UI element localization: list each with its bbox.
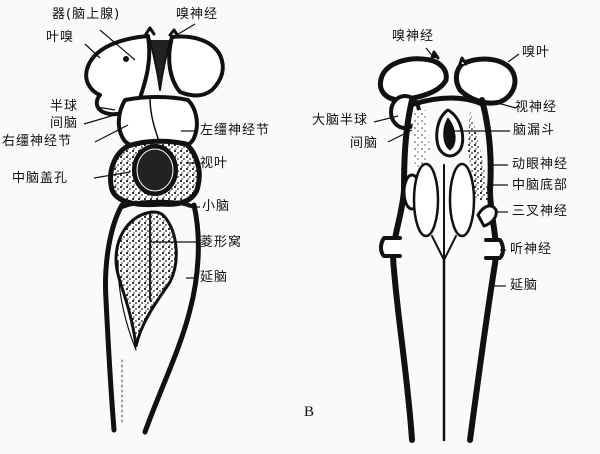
dorsal-leader-lines — [83, 23, 200, 279]
label-infundibulum: 脑漏斗 — [513, 123, 556, 138]
label-midbrain-floor: 中脑底部 — [512, 178, 569, 193]
label-auditory-nerve: 听神经 — [510, 242, 553, 257]
label-dorsal-diencephalon: 间脑 — [50, 116, 79, 131]
label-trigeminal-nerve: 三叉神经 — [512, 204, 569, 219]
label-ventral-medulla: 延脑 — [510, 278, 539, 293]
right-auditory-nerve — [484, 238, 505, 260]
label-dorsal-olfactory-nerve: 嗅神经 — [176, 7, 219, 22]
label-cerebellum: 小脑 — [202, 199, 231, 214]
left-ventral-olfactory-lobe — [378, 56, 449, 103]
label-hemisphere: 半球 — [50, 99, 79, 114]
figure-caption: B — [304, 404, 315, 420]
label-left-habenular-ganglion: 左缰神经节 — [200, 123, 271, 138]
label-dorsal-olfactory-lobe: 叶嗅 — [46, 30, 75, 45]
label-ventral-diencephalon: 间脑 — [350, 136, 379, 151]
dorsal-brain-view — [84, 26, 225, 435]
label-midbrain-aqueduct: 中脑盖孔 — [12, 171, 69, 186]
rhomboid-fossa-shape — [114, 210, 178, 348]
label-optic-lobe: 视叶 — [200, 156, 229, 171]
label-right-habenular-ganglion: 右缰神经节 — [2, 134, 73, 149]
left-auditory-nerve — [379, 236, 402, 258]
label-ventral-olfactory-nerve: 嗅神经 — [392, 29, 435, 44]
trigeminal-nerve-shape — [476, 204, 498, 228]
ventral-brain-view — [378, 50, 518, 443]
label-dorsal-medulla: 延脑 — [200, 270, 229, 285]
label-pineal-body: 器(脑上腺) — [52, 7, 121, 22]
label-cerebral-hemisphere: 大脑半球 — [312, 113, 369, 128]
label-rhomboid-fossa: 菱形窝 — [200, 235, 243, 250]
right-olfactory-lobe-shape — [167, 34, 225, 98]
left-olfactory-lobe-shape — [84, 34, 152, 117]
right-ventral-olfactory-lobe — [453, 56, 518, 106]
dorsal-medulla-outline — [103, 202, 201, 435]
cerebellum-band — [120, 199, 196, 209]
label-oculomotor-nerve: 动眼神经 — [512, 157, 569, 172]
label-optic-nerve: 视神经 — [515, 100, 558, 115]
ventral-leader-lines — [373, 47, 520, 287]
label-ventral-olfactory-lobe: 嗅叶 — [522, 45, 551, 60]
